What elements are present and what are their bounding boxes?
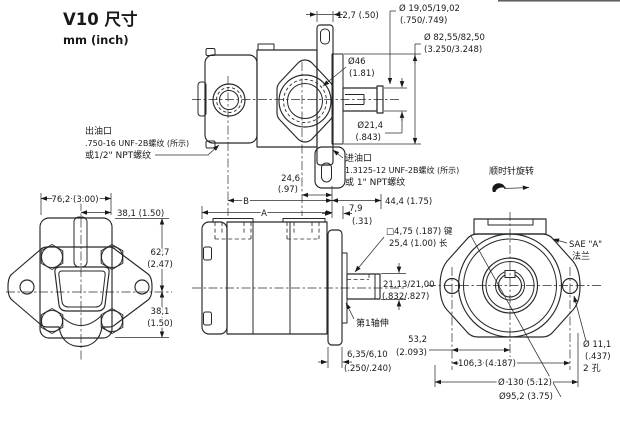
dim-pilot-dia-line1: Ø 82,55/82,50 (424, 32, 485, 43)
mounting-flange-top (316, 24, 334, 166)
port-threads-hidden (214, 222, 320, 240)
dim-top-to-center-line1: 62,7 (151, 248, 170, 258)
dim-center-to-hole-line1: 53,2 (408, 335, 427, 345)
dim-pilot-dia-line2: (3.250/3.248) (424, 45, 482, 55)
dim-shaft-dia-line1: Ø 19,05/19,02 (399, 3, 460, 14)
dim-hole-dia-line2: (.437) (585, 352, 611, 362)
inlet-port-label-line3: 或 1" NPT螺纹 (345, 176, 405, 188)
mounting-flange-side (327, 229, 343, 346)
dim-pilot-circle: Ø95,2 (3.75) (499, 391, 553, 402)
flange-type-label-line2: 法兰 (572, 250, 590, 262)
dim-center-to-hole-line2: (2.093) (396, 348, 427, 358)
outlet-port-circle (212, 83, 246, 117)
dim-b-label: B (243, 197, 249, 207)
rotation-note: 顺时针旋转 (489, 165, 534, 192)
inlet-port-circle (278, 74, 332, 128)
dim-tab-line1: 6,35/6,10 (347, 350, 388, 360)
units-note: mm (inch) (63, 33, 129, 47)
dim-center-to-bottom-line2: (1.50) (147, 319, 173, 329)
dim-top-to-center-line2: (2.47) (147, 260, 173, 270)
dim-boss-dia-line2: (1.81) (349, 69, 375, 79)
title-block: V10 尺寸 mm (inch) (63, 9, 137, 47)
dim-collar-dia-line2: (.843) (355, 133, 381, 143)
dim-a-label: A (261, 209, 267, 219)
port-window-outer (54, 266, 110, 312)
dim-key-line2: 25,4 (1.00) 长 (389, 238, 448, 249)
dim-hole-spacing: 106,3 (4.187) (458, 359, 516, 369)
dim-flange-od: Ø 130 (5.12) (498, 377, 552, 388)
dim-key-line1: □4,75 (.187) 键 (386, 226, 453, 237)
front-view: 76,2 (3.00) 38,1 (1.50) 62,7 (2.47) 38,1… (6, 193, 175, 362)
outlet-port-label-line2: .750-16 UNF-2B螺纹 (所示) (85, 138, 189, 148)
inlet-boss (276, 59, 334, 143)
pilot-boss-top (331, 53, 344, 145)
front-flange-outline (7, 246, 153, 348)
page-title: V10 尺寸 (63, 9, 137, 29)
dim-step-line1: 7,9 (349, 204, 363, 214)
pump-body-side (226, 221, 328, 335)
dim-inlet-to-face-line2: (.97) (278, 185, 298, 195)
dim-boss-dia-line1: Ø46 (348, 56, 366, 67)
dim-hole-dia-line3: 2 孔 (583, 363, 601, 374)
rear-flange-outline (439, 233, 581, 338)
flange-type-label-line1: SAE "A" (569, 240, 602, 250)
inlet-port-label-line2: 1.3125-12 UNF-2B螺纹 (所示) (345, 165, 459, 175)
dim-shaft-end-label: 44,4 (1.75) (385, 197, 432, 207)
dim-inlet-to-face-line1: 24,6 (281, 174, 300, 184)
dim-collar-dia-line1: Ø21,4 (357, 120, 383, 131)
dim-shaft-dia-side-line2: (.832/.827) (382, 292, 429, 302)
top-view: 12,7 (.50) Ø 19,05/19,02 (.750/.749) Ø 8… (85, 3, 485, 227)
inlet-port-label-line1: 进油口 (345, 152, 372, 164)
shaft-extension-label: 第1轴伸 (356, 317, 389, 329)
dim-body-width: 76,2 (3.00) (51, 195, 98, 205)
dim-step-line2: (.31) (352, 217, 372, 227)
pump-body-top (256, 49, 318, 148)
rotation-arrow-icon (492, 183, 507, 192)
dim-shaft-dia-side-line1: 21,13/21,00 (383, 280, 435, 290)
port-window-inner (58, 270, 106, 308)
dim-flange-thickness: 12,7 (.50) (337, 11, 379, 21)
dim-center-to-bottom-line1: 38,1 (151, 307, 170, 317)
dim-hole-dia-line1: Ø 11,1 (583, 339, 611, 350)
side-view: □4,75 (.187) 键 25,4 (1.00) 长 21,13/21,00… (192, 218, 453, 374)
front-bolt-hole-right (134, 279, 150, 295)
bolt-bosses (40, 244, 124, 334)
dim-tab-line2: (.250/.240) (344, 364, 391, 374)
outlet-port-label-line1: 出油口 (85, 125, 112, 137)
dim-shaft-dia-line2: (.750/.749) (400, 16, 447, 26)
outlet-port-label-line3: 或1/2" NPT螺纹 (85, 149, 151, 161)
dim-half-width: 38,1 (1.50) (117, 209, 164, 219)
rotation-label: 顺时针旋转 (489, 165, 534, 177)
front-bolt-hole-left (19, 279, 35, 295)
shaft-side (346, 273, 381, 300)
rear-view: SAE "A" 法兰 53,2 (2.093) 106,3 (4.187) Ø … (396, 212, 611, 404)
